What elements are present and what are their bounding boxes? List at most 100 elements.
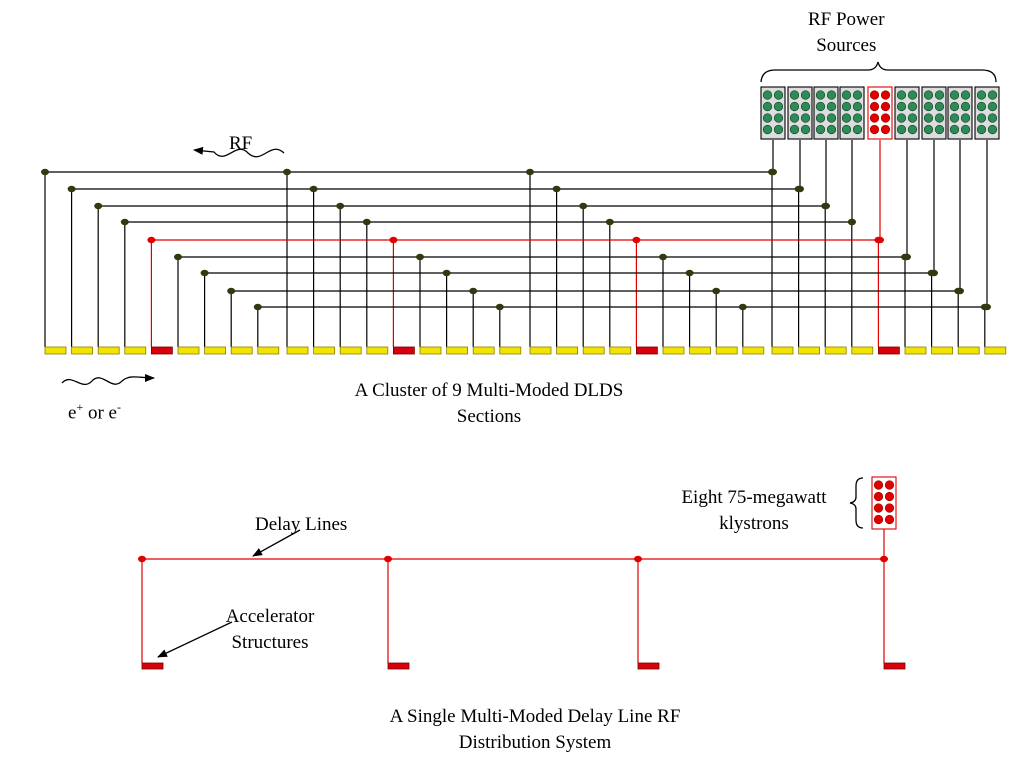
tap-node	[120, 218, 129, 226]
klystron-icon	[762, 90, 773, 100]
klystron-icon	[826, 113, 837, 123]
tap-node	[526, 168, 534, 176]
accelerator-structure	[556, 346, 578, 355]
tap-node	[552, 185, 561, 193]
accelerator-structure	[204, 346, 227, 355]
accelerator-structure	[878, 346, 900, 355]
klystron-icon	[934, 124, 945, 135]
accelerator-structure	[851, 346, 874, 355]
klystron-icon	[907, 101, 918, 112]
klystron-icon	[896, 101, 907, 112]
klystron-icon	[987, 113, 998, 123]
klystron-icon	[976, 90, 987, 100]
klystron-icon	[949, 113, 960, 123]
source-node	[930, 269, 938, 277]
tap-node	[469, 287, 478, 295]
accelerator-structure	[97, 346, 120, 355]
tap-node	[253, 303, 262, 311]
cluster-feed-lines	[44, 140, 988, 347]
klystron-icon	[923, 124, 934, 135]
klystron-icon	[869, 90, 880, 100]
klystron-icon	[923, 113, 934, 123]
klystron-icon	[949, 124, 960, 135]
tap-node	[659, 253, 667, 261]
klystron-icon	[976, 113, 987, 123]
accelerator-structure	[339, 346, 362, 355]
accelerator-structures-label: Accelerator Structures	[225, 606, 315, 653]
klystron-icon	[841, 113, 852, 123]
single-accelerator-structure	[387, 662, 410, 670]
klystron-icon	[949, 101, 960, 112]
accelerator-structure-row	[44, 346, 1007, 355]
klystron-icon	[826, 124, 837, 135]
klystron-icon	[923, 90, 934, 100]
accelerator-structure	[931, 346, 953, 355]
rf-sources-brace	[760, 61, 997, 83]
klystron-icon	[841, 124, 852, 135]
klystron-icon	[841, 90, 852, 100]
tap-node	[174, 253, 182, 261]
source-node	[796, 185, 804, 193]
klystron-icon	[976, 124, 987, 135]
tap-node	[309, 185, 318, 193]
tap-node	[605, 218, 614, 226]
klystron-icon	[907, 113, 918, 123]
klystron-icon	[789, 90, 800, 100]
klystron-icon	[960, 113, 971, 123]
klystron-icon	[907, 124, 918, 135]
source-node	[822, 202, 830, 210]
klystron-icon	[880, 124, 891, 135]
klystron-icon	[789, 113, 800, 123]
klystron-icon	[896, 90, 907, 100]
klystron-icon	[873, 491, 884, 502]
klystron-icon	[896, 124, 907, 135]
accelerator-structure	[582, 346, 605, 355]
klystron-icon	[826, 101, 837, 112]
accelerator-structure	[472, 346, 495, 355]
accelerator-structure	[150, 346, 173, 355]
klystron-icon	[934, 90, 945, 100]
accelerator-structure	[392, 346, 415, 355]
tap-node	[389, 236, 398, 244]
klystron-icon	[773, 113, 784, 123]
accelerator-structure	[313, 346, 336, 355]
klystron-icon	[960, 90, 971, 100]
accelerator-structure	[904, 346, 927, 355]
tap-node	[685, 269, 694, 277]
tap-node	[442, 269, 451, 277]
klystron-icon	[880, 113, 891, 123]
klystron-icon	[884, 491, 895, 502]
tap-node	[632, 236, 641, 244]
accelerator-structures-pointer	[157, 621, 233, 658]
accelerator-structure	[71, 346, 93, 355]
klystron-icon	[815, 101, 826, 112]
klystron-icon	[762, 124, 773, 135]
accelerator-structure	[957, 346, 980, 355]
tap-node	[362, 218, 371, 226]
klystron-icon	[869, 113, 880, 123]
klystron-icon	[762, 101, 773, 112]
accelerator-structure	[742, 346, 765, 355]
klystron-icon	[852, 124, 863, 135]
klystron-icon	[960, 124, 971, 135]
klystron-icon	[884, 503, 895, 513]
accelerator-structure	[44, 346, 67, 355]
accelerator-structure	[499, 346, 522, 355]
accelerator-structure	[798, 346, 820, 355]
accelerator-structure	[419, 346, 442, 355]
source-node	[956, 287, 964, 295]
klystron-icon	[934, 113, 945, 123]
tap-node	[41, 168, 49, 176]
klystron-icon	[896, 113, 907, 123]
single-delay-line-system	[138, 476, 906, 670]
tap-node	[94, 202, 103, 210]
rf-power-sources	[760, 86, 1000, 140]
klystron-icon	[949, 90, 960, 100]
klystron-icon	[869, 101, 880, 112]
accelerator-structure	[689, 346, 711, 355]
accelerator-structure	[984, 346, 1007, 355]
klystron-icon	[852, 113, 863, 123]
single-tap-node	[384, 555, 392, 563]
single-accelerator-structure	[883, 662, 906, 670]
